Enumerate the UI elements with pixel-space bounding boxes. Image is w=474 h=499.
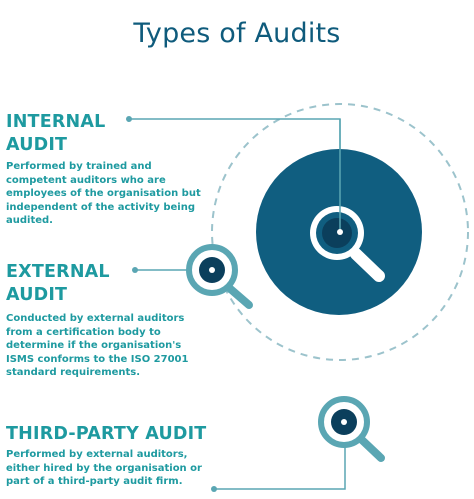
magnifier-icon bbox=[186, 244, 253, 309]
heading-line: AUDIT bbox=[6, 135, 68, 155]
magnifier-icon bbox=[310, 119, 385, 282]
internal-audit-description: Performed by trained and competent audit… bbox=[6, 161, 201, 227]
external-audit-description: Conducted by external auditors from a ce… bbox=[6, 313, 189, 379]
dashed-orbit-circle bbox=[211, 103, 469, 361]
internal-audit-heading: INTERNAL AUDIT bbox=[6, 111, 136, 157]
heading-line: INTERNAL bbox=[6, 112, 106, 132]
external-audit-heading: EXTERNAL AUDIT bbox=[6, 261, 136, 307]
heading-line: EXTERNAL bbox=[6, 262, 110, 282]
page-title: Types of Audits bbox=[133, 18, 341, 49]
heading-line: AUDIT bbox=[6, 285, 68, 305]
third-party-audit-heading: THIRD-PARTY AUDIT bbox=[6, 424, 207, 444]
magnifier-icon bbox=[318, 396, 385, 462]
third-party-audit-description: Performed by external auditors, either h… bbox=[6, 449, 202, 488]
